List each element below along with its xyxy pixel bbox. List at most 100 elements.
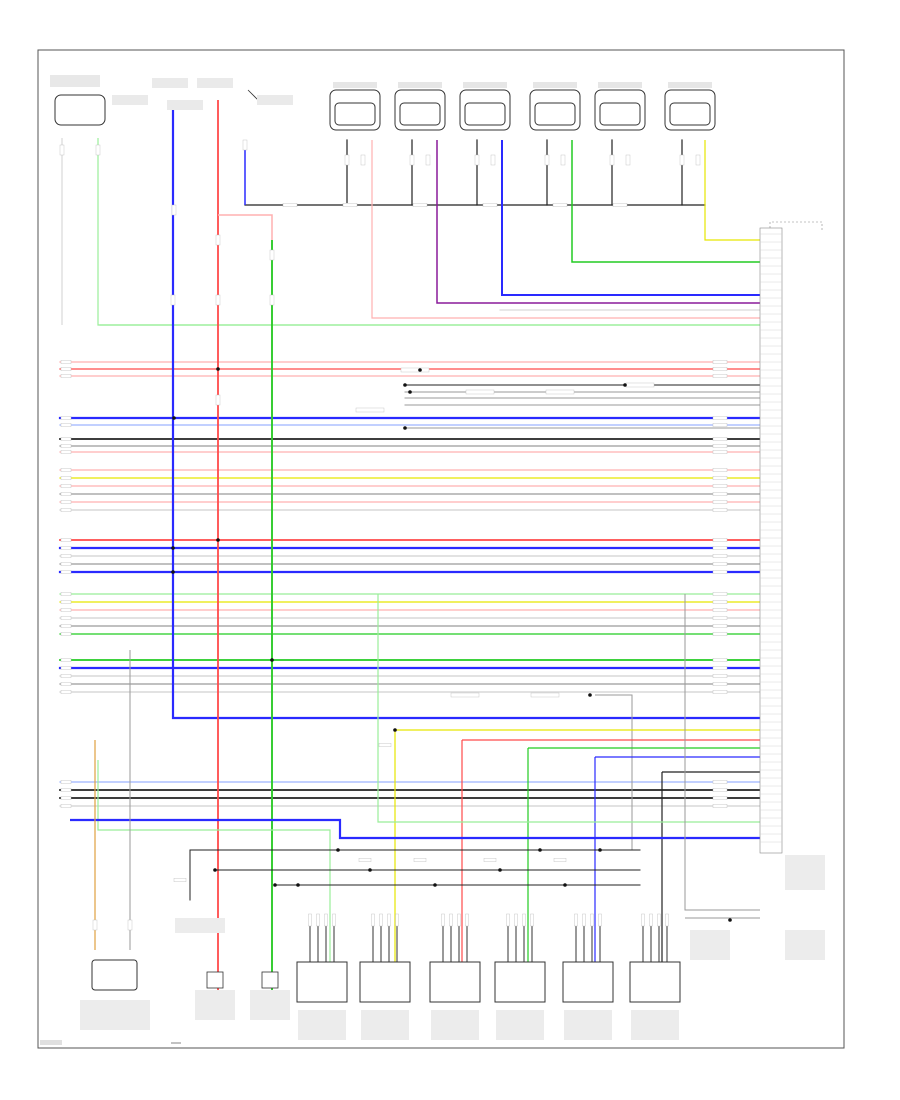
- injector-wire: [501, 140, 760, 296]
- wire-color-label: [482, 203, 498, 207]
- splice-dot: [403, 426, 407, 430]
- wire-color-label: [712, 674, 728, 678]
- wire-color-label: [712, 538, 728, 542]
- wire-color-label: [387, 913, 391, 927]
- wire-color-label: [409, 154, 415, 166]
- wire-color-label: [712, 666, 728, 670]
- splice-dot: [393, 728, 397, 732]
- splice-dot: [728, 918, 732, 922]
- wire-color-label: [60, 608, 72, 612]
- wire-color-label: [712, 508, 728, 512]
- wire-color-label: [552, 203, 568, 207]
- wire-color-label: [712, 570, 728, 574]
- wire-color-label: [413, 858, 427, 862]
- top-circuit-label: [167, 100, 203, 110]
- wire-color-label: [450, 692, 480, 698]
- labels-layer: [40, 75, 825, 1045]
- wire-color-label: [358, 858, 372, 862]
- sensor-wire: [97, 138, 760, 326]
- wire-color-label: [60, 554, 72, 558]
- wire-color-label: [242, 139, 248, 151]
- wire-color-label: [215, 234, 221, 246]
- fuel-injector-1-face: [334, 102, 376, 126]
- components-layer: [54, 89, 823, 1044]
- injector-wire: [371, 140, 760, 319]
- wire-color-label: [269, 294, 275, 306]
- wire-color-label: [60, 492, 72, 496]
- ignition-coil-5: [562, 961, 614, 1003]
- ignition-coil-4: [494, 961, 546, 1003]
- ignition-coil-label: [496, 1010, 544, 1040]
- coil-wire: [595, 694, 633, 850]
- fuel-injector-4-face: [534, 102, 576, 126]
- bottom-left-sensor-label: [80, 1000, 150, 1030]
- wire-color-label: [332, 913, 336, 927]
- wire-color-label: [712, 690, 728, 694]
- wire-color-label: [171, 204, 177, 216]
- bottom-left-sensor: [91, 959, 138, 991]
- wire-color-label: [95, 144, 101, 156]
- splice-dot: [336, 848, 340, 852]
- wire-color-label: [173, 878, 187, 882]
- wire-color-label: [712, 624, 728, 628]
- wire-color-label: [412, 203, 428, 207]
- wire-color-label: [344, 154, 350, 166]
- ecm-connector-body: [759, 227, 783, 854]
- wire-color-label: [625, 154, 631, 166]
- wire-color-label: [60, 416, 72, 420]
- splice-dot: [418, 368, 422, 372]
- wire-color-label: [457, 913, 461, 927]
- wires-layer: [58, 100, 762, 990]
- ignition-coil-3: [429, 961, 481, 1003]
- wire-color-label: [59, 144, 65, 156]
- wire-color-label: [60, 437, 72, 441]
- wire-color-label: [712, 546, 728, 550]
- wire-color-label: [712, 360, 728, 364]
- wire-color-label: [712, 468, 728, 472]
- ignition-coil-2: [359, 961, 411, 1003]
- top-circuit-label: [152, 78, 188, 88]
- ignition-coil-label: [298, 1010, 346, 1040]
- bottom-relay-2: [261, 971, 279, 989]
- wire-color-label: [712, 608, 728, 612]
- wire-color-label: [641, 913, 645, 927]
- splice-dot: [588, 693, 592, 697]
- top-circuit-label: [112, 95, 148, 105]
- splice-dot: [408, 390, 412, 394]
- wire-color-label: [712, 367, 728, 371]
- wire-color-label: [712, 450, 728, 454]
- splice-dot: [368, 868, 372, 872]
- bottom-relay-label: [250, 990, 290, 1020]
- fuel-injector-4-label: [533, 82, 577, 88]
- wire-color-label: [712, 374, 728, 378]
- wire-color-label: [60, 476, 72, 480]
- fuel-injector-5-label: [598, 82, 642, 88]
- splice-dot: [296, 883, 300, 887]
- wire-color-label: [712, 423, 728, 427]
- top-left-sensor-label: [50, 75, 100, 87]
- coil-wire: [70, 818, 760, 840]
- splice-dot: [273, 883, 277, 887]
- wire-color-label: [378, 743, 392, 747]
- wire-color-label: [553, 858, 567, 862]
- splice-dot: [538, 848, 542, 852]
- wire-color-label: [465, 913, 469, 927]
- ignition-coil-label: [564, 1010, 612, 1040]
- wire-color-label: [545, 389, 575, 395]
- wire-color-label: [695, 154, 701, 166]
- fuel-injector-6-face: [669, 102, 711, 126]
- wire-color-label: [316, 913, 320, 927]
- splice-dot: [563, 883, 567, 887]
- fuel-injector-3-face: [464, 102, 506, 126]
- wire-color-label: [712, 658, 728, 662]
- splice-dot: [623, 383, 627, 387]
- wire-color-label: [60, 804, 72, 808]
- wire-color-label: [371, 913, 375, 927]
- wire-color-label: [60, 682, 72, 686]
- bottom-label: [175, 918, 225, 933]
- wire-color-label: [441, 913, 445, 927]
- wire-color-label: [490, 154, 496, 166]
- wire-color-label: [474, 154, 480, 166]
- wire-color-label: [712, 592, 728, 596]
